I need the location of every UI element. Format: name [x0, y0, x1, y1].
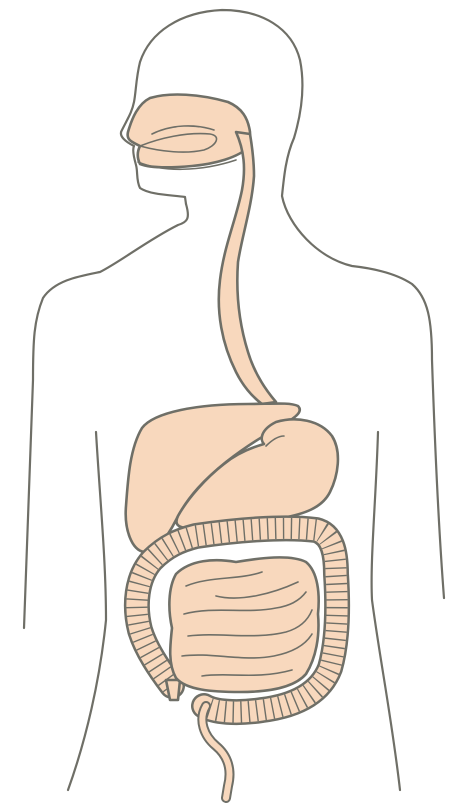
left-arm-line	[68, 432, 106, 790]
right-arm-line	[372, 432, 400, 790]
mouth-cavity	[128, 95, 250, 168]
small-intestine	[169, 557, 318, 692]
appendix	[166, 680, 180, 700]
mouth	[128, 95, 250, 170]
small-intestine-mass	[169, 557, 318, 692]
esophagus	[219, 132, 276, 404]
